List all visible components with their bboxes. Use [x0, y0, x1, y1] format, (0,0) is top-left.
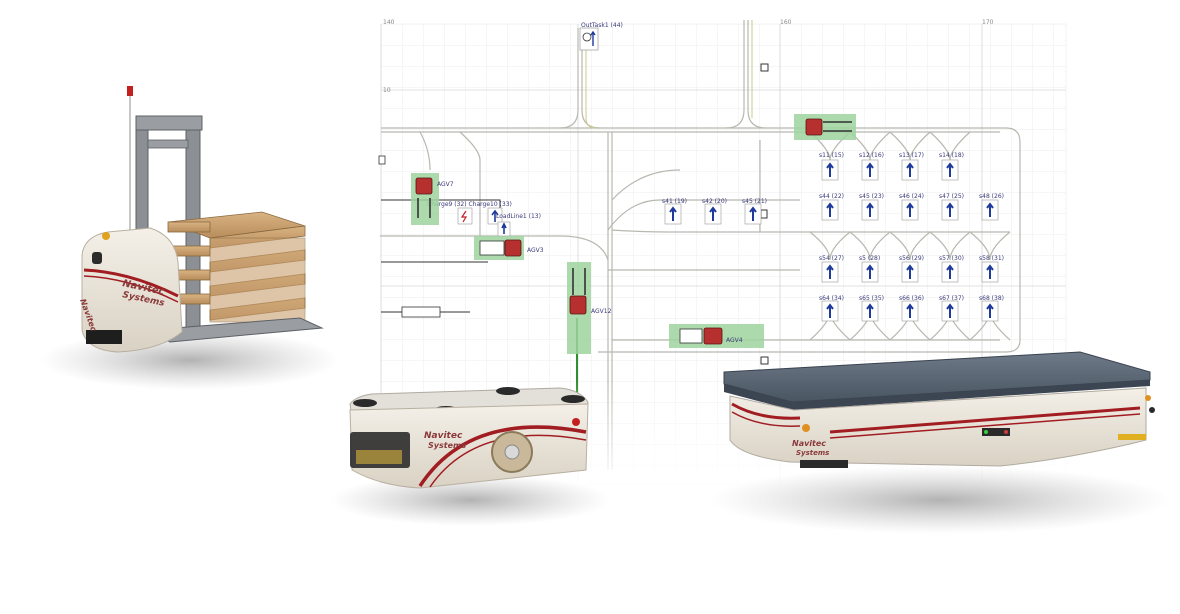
compact-agv: Navitec Systems: [330, 387, 610, 526]
agv-4[interactable]: AGV4: [669, 324, 764, 348]
station-label: s12 (16): [859, 152, 884, 159]
station-s58[interactable]: s58 (31): [979, 255, 1004, 283]
agv-tracks: [380, 20, 1021, 470]
agv-7[interactable]: AGV7: [411, 173, 454, 225]
forklift-agv: Navitec Systems Navitec: [40, 86, 340, 390]
station-s46[interactable]: s46 (24): [899, 193, 924, 221]
station-label: s44 (22): [819, 193, 844, 200]
station-label: s45 (21): [742, 198, 767, 205]
axis-label-170: 170: [982, 19, 994, 26]
axis-label-10: 10: [383, 87, 391, 94]
station-label: s46 (24): [899, 193, 924, 200]
agv-label: AGV4: [726, 337, 743, 344]
beacon-icon: [127, 86, 133, 96]
station-label: s65 (35): [859, 295, 884, 302]
station-s14[interactable]: s14 (18): [939, 152, 964, 181]
marker-square: [760, 356, 769, 365]
station-s42[interactable]: s42 (20): [702, 198, 727, 225]
station-s65[interactable]: s65 (35): [859, 295, 884, 322]
station-label: s45 (23): [859, 193, 884, 200]
station-s66[interactable]: s66 (36): [899, 295, 924, 322]
warning-light-icon: [802, 424, 810, 432]
station-s68[interactable]: s68 (38): [979, 295, 1004, 322]
clock-icon: [582, 32, 592, 42]
station-s47[interactable]: s47 (25): [939, 193, 964, 221]
loadline-station[interactable]: LoadLine1 (13): [496, 213, 541, 237]
station-label: s48 (26): [979, 193, 1004, 200]
station-label: s47 (25): [939, 193, 964, 200]
up-arrow-icon: [491, 209, 499, 222]
lightning-icon: [460, 210, 468, 223]
station-s64[interactable]: s64 (34): [819, 295, 844, 322]
station-label: s14 (18): [939, 152, 964, 159]
station-label: s58 (31): [979, 255, 1004, 262]
station-s44[interactable]: s44 (22): [819, 193, 844, 221]
agv-label: AGV7: [437, 181, 454, 188]
station-label: s56 (29): [899, 255, 924, 262]
axis-label-140: 140: [383, 19, 395, 26]
hazard-stripe: [800, 460, 848, 468]
agv-label: AGV12: [591, 308, 612, 315]
agv-label: AGV3: [527, 247, 544, 254]
agv-12[interactable]: AGV12: [567, 262, 612, 354]
brand-subname: Systems: [796, 449, 829, 457]
bumper-pad: [496, 387, 520, 395]
yellow-tracks: [585, 20, 753, 129]
station-s57[interactable]: s57 (30): [939, 255, 964, 283]
station-label: s54 (27): [819, 255, 844, 262]
up-arrow-icon: [590, 30, 596, 46]
station-s5[interactable]: s5 (28): [859, 255, 880, 283]
station-label: s11 (15): [819, 152, 844, 159]
platform-agv: Navitec Systems: [710, 351, 1170, 534]
station-s13[interactable]: s13 (17): [899, 152, 924, 181]
station-s11[interactable]: s11 (15): [819, 152, 844, 181]
station-label: s68 (38): [979, 295, 1004, 302]
station-label: OutTask1 (44): [581, 22, 623, 29]
station-s48[interactable]: s48 (26): [979, 193, 1004, 221]
station-label: s57 (30): [939, 255, 964, 262]
out-task-station[interactable]: OutTask1 (44): [579, 22, 623, 51]
station-label: s41 (19): [662, 198, 687, 205]
brand-name: Navitec: [792, 439, 826, 448]
warning-light-icon: [1145, 395, 1151, 401]
bumper-pad: [561, 395, 585, 403]
conveyor-block: [401, 306, 441, 318]
station-label: s5 (28): [859, 255, 880, 262]
station-s41[interactable]: s41 (19): [662, 198, 687, 225]
station-label: s66 (36): [899, 295, 924, 302]
station-s45[interactable]: s45 (23): [859, 193, 884, 221]
brand-subname: Systems: [428, 441, 466, 450]
marker-square: [378, 155, 386, 165]
axis-label-160: 160: [780, 19, 792, 26]
loadline-label: LoadLine1 (13): [496, 213, 541, 220]
marker-square: [760, 63, 769, 72]
agv-3[interactable]: AGV3: [474, 236, 544, 260]
control-panel-icon: [92, 252, 102, 264]
station-label: s42 (20): [702, 198, 727, 205]
station-s12[interactable]: s12 (16): [859, 152, 884, 181]
pallet-stack: [167, 211, 306, 323]
station-s54[interactable]: s54 (27): [819, 255, 844, 283]
station-s45b[interactable]: s45 (21): [742, 198, 767, 225]
station-label: s67 (37): [939, 295, 964, 302]
warning-light-icon: [102, 232, 110, 240]
marker-square: [760, 209, 768, 219]
bumper-pad: [353, 399, 377, 407]
control-panel-icon: [982, 428, 1010, 436]
station-label: s13 (17): [899, 152, 924, 159]
station-label: s64 (34): [819, 295, 844, 302]
stop-button-icon: [572, 418, 580, 426]
agv-top[interactable]: [794, 114, 856, 140]
hazard-stripe: [1118, 434, 1146, 440]
brand-name: Navitec: [424, 431, 463, 441]
charge-stations[interactable]: Charge9 (32) Charge10 (33): [427, 201, 512, 225]
stations: s11 (15) s12 (16) s13 (17) s14 (18) s44 …: [662, 152, 1004, 322]
station-s67[interactable]: s67 (37): [939, 295, 964, 322]
charge-label: Charge9 (32) Charge10 (33): [427, 201, 512, 208]
station-s56[interactable]: s56 (29): [899, 255, 924, 283]
